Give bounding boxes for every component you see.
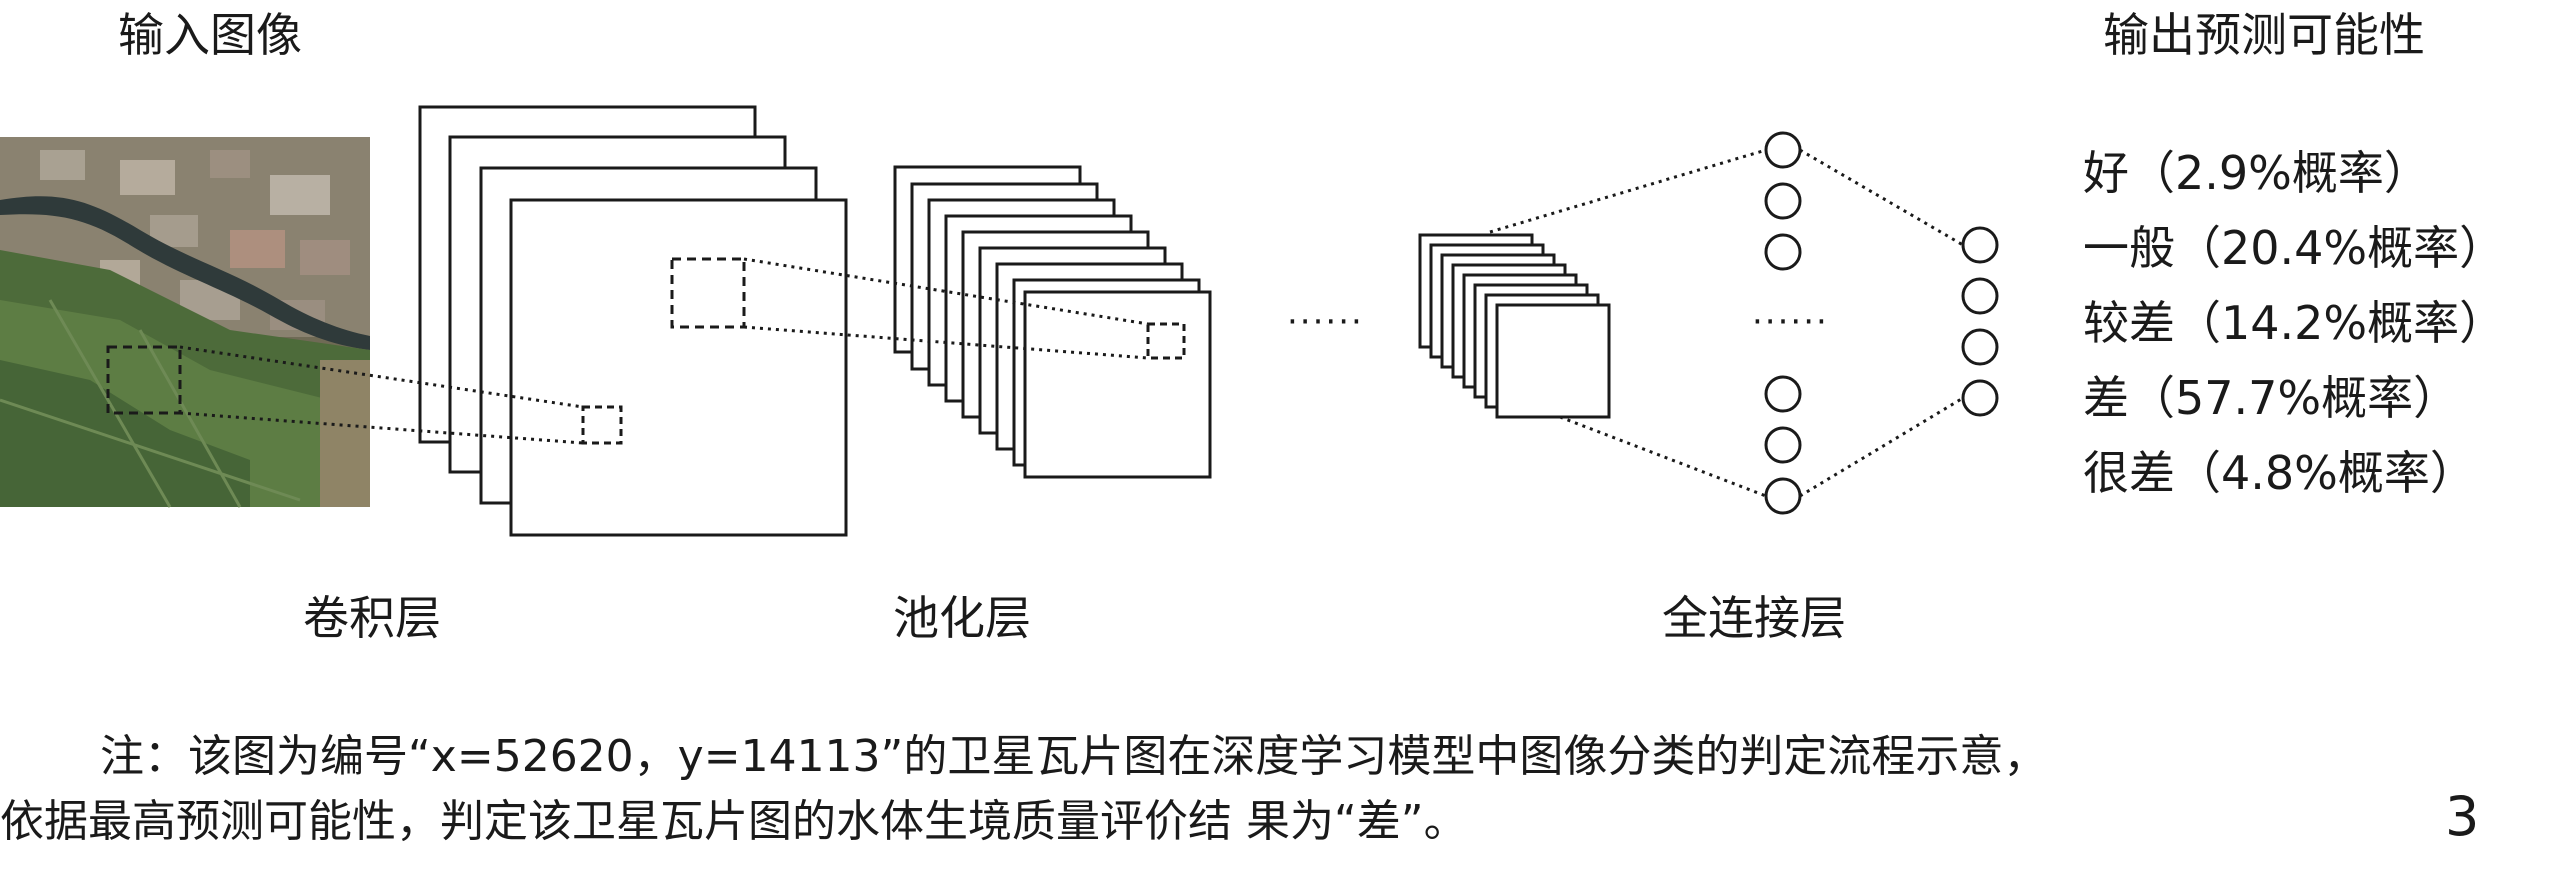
pool-output-unit [1146, 322, 1186, 360]
fc-neurons-output [1961, 226, 1999, 417]
page-number: 3 [2445, 785, 2480, 848]
satellite-image [0, 137, 370, 508]
note-line-2: 依据最高预测可能性，判定该卫星瓦片图的水体生境质量评价结 果为“差”。 [0, 796, 1468, 847]
fc-neurons-hidden [1764, 131, 1802, 515]
fc-layer-label: 全连接层 [1662, 591, 1846, 645]
prediction-poor: 差（57.7%概率） [2083, 371, 2460, 425]
ellipsis-fc-neurons: ······ [1752, 302, 1829, 342]
note-line-1: 注：该图为编号“x=52620，y=14113”的卫星瓦片图在深度学习模型中图像… [100, 731, 2048, 782]
input-receptive-field [106, 345, 182, 415]
conv-layer-stack [418, 105, 848, 537]
pool-connector-bottom [743, 325, 1149, 360]
pool-layer-label: 池化层 [893, 591, 1031, 645]
feature-map-stack [1418, 233, 1611, 419]
pool-layer-stack [893, 165, 1212, 479]
input-image-label: 输入图像 [118, 8, 302, 62]
conv-layer-label: 卷积层 [303, 591, 441, 645]
prediction-good: 好（2.9%概率） [2083, 146, 2430, 200]
conv-connector-bottom [179, 411, 584, 445]
prediction-fairly-poor: 较差（14.2%概率） [2083, 296, 2506, 350]
output-probability-label: 输出预测可能性 [2103, 8, 2425, 62]
prediction-very-poor: 很差（4.8%概率） [2083, 446, 2476, 500]
conv-output-unit [581, 405, 623, 445]
prediction-average: 一般（20.4%概率） [2083, 221, 2506, 275]
conv-receptive-field [670, 257, 746, 329]
ellipsis-between-layers: ······ [1287, 302, 1364, 342]
